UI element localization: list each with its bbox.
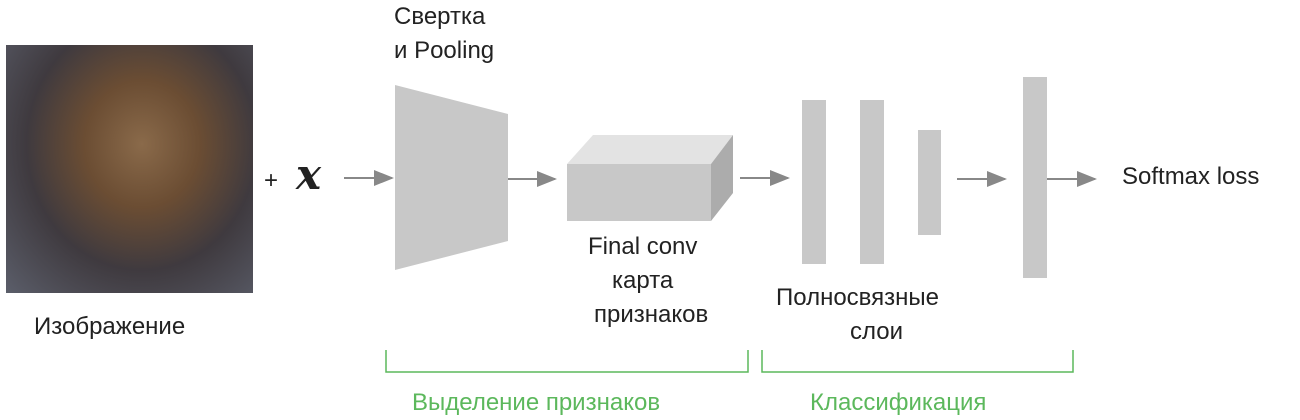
fc-layer-3 <box>918 130 941 235</box>
feature-extraction-bracket <box>385 350 749 373</box>
feature-box-front <box>567 164 711 221</box>
output-layer <box>1023 77 1047 278</box>
image-label: Изображение <box>34 313 186 340</box>
cat-image <box>6 45 253 293</box>
classification-label: Классификация <box>810 389 987 416</box>
conv-label-2: и Pooling <box>394 37 495 64</box>
input-x: x <box>296 150 322 199</box>
fc-layer-1 <box>802 100 826 264</box>
conv-trapezoid <box>395 85 508 270</box>
classification-bracket <box>761 350 1074 373</box>
fc-label-2: слои <box>850 318 904 345</box>
conv-label-1: Свертка <box>394 3 486 30</box>
feature-map-label-2: карта <box>612 267 674 294</box>
fc-layer-2 <box>860 100 884 264</box>
fc-label-1: Полносвязные <box>776 284 940 311</box>
feature-map-label-1: Final conv <box>588 233 698 260</box>
feature-box-top <box>567 135 733 164</box>
feature-box-side <box>711 135 733 221</box>
plus-sign: + <box>264 167 279 194</box>
feature-map-label-3: признаков <box>594 301 709 328</box>
feature-extraction-label: Выделение признаков <box>412 389 661 416</box>
softmax-label: Softmax loss <box>1122 163 1260 190</box>
